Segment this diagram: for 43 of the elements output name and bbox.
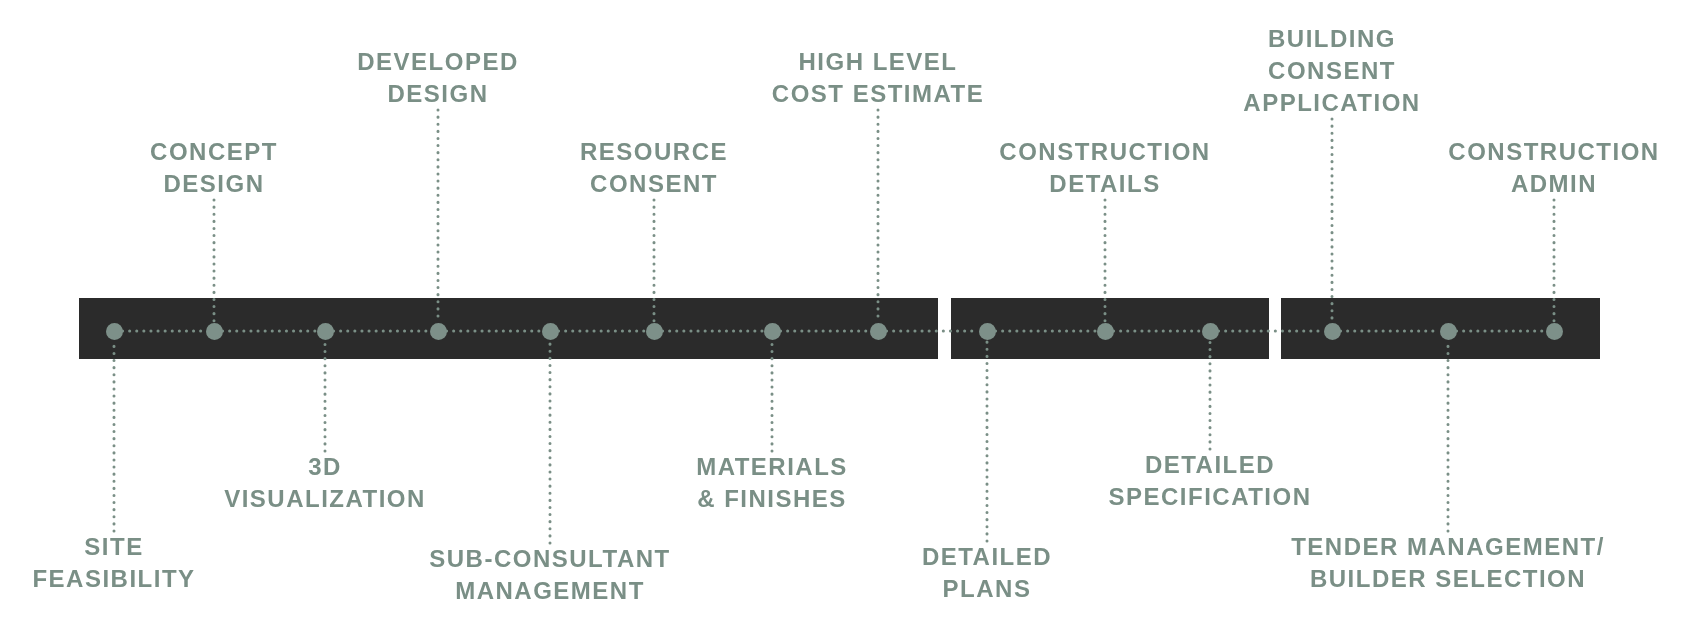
leader-line bbox=[1103, 198, 1107, 324]
milestone-dot bbox=[1545, 322, 1563, 340]
leader-line bbox=[212, 198, 216, 324]
milestone-dot bbox=[645, 322, 663, 340]
leader-line bbox=[1208, 338, 1212, 451]
timeline-bar bbox=[79, 298, 938, 359]
timeline-line bbox=[445, 329, 543, 333]
milestone-dot bbox=[869, 322, 887, 340]
stage-label: MATERIALS & FINISHES bbox=[689, 451, 855, 515]
milestone-dot bbox=[541, 322, 559, 340]
milestone-dot bbox=[1201, 322, 1219, 340]
milestone-dot bbox=[205, 322, 223, 340]
milestone-dot bbox=[978, 322, 996, 340]
stage-label: BUILDING CONSENT APPLICATION bbox=[1214, 23, 1450, 119]
stage-label: TENDER MANAGEMENT/ BUILDER SELECTION bbox=[1283, 531, 1613, 595]
milestone-dot bbox=[105, 322, 123, 340]
stage-label: DEVELOPED DESIGN bbox=[333, 46, 543, 110]
timeline-line bbox=[1112, 329, 1203, 333]
stage-label: CONSTRUCTION ADMIN bbox=[1419, 136, 1689, 200]
stage-label: SUB-CONSULTANT MANAGEMENT bbox=[400, 543, 700, 607]
leader-line bbox=[1552, 198, 1556, 324]
milestone-dot bbox=[1323, 322, 1341, 340]
timeline-line bbox=[994, 329, 1098, 333]
milestone-dot bbox=[429, 322, 447, 340]
timeline-line bbox=[221, 329, 318, 333]
milestone-dot bbox=[316, 322, 334, 340]
stage-label: HIGH LEVEL COST ESTIMATE bbox=[762, 46, 994, 110]
timeline-bar bbox=[1281, 298, 1600, 359]
stage-label: CONCEPT DESIGN bbox=[129, 136, 299, 200]
milestone-dot bbox=[763, 322, 781, 340]
leader-line bbox=[985, 338, 989, 543]
stage-label: DETAILED SPECIFICATION bbox=[1080, 449, 1340, 513]
stage-label: RESOURCE CONSENT bbox=[554, 136, 754, 200]
timeline-line bbox=[557, 329, 647, 333]
milestone-dot bbox=[1439, 322, 1457, 340]
stage-label: 3D VISUALIZATION bbox=[217, 451, 433, 515]
milestone-dot bbox=[1096, 322, 1114, 340]
stage-label: DETAILED PLANS bbox=[902, 541, 1072, 605]
leader-line bbox=[652, 198, 656, 324]
timeline-line bbox=[661, 329, 765, 333]
timeline-bar bbox=[951, 298, 1269, 359]
stage-label: CONSTRUCTION DETAILS bbox=[970, 136, 1240, 200]
stage-label: SITE FEASIBILITY bbox=[9, 531, 219, 595]
